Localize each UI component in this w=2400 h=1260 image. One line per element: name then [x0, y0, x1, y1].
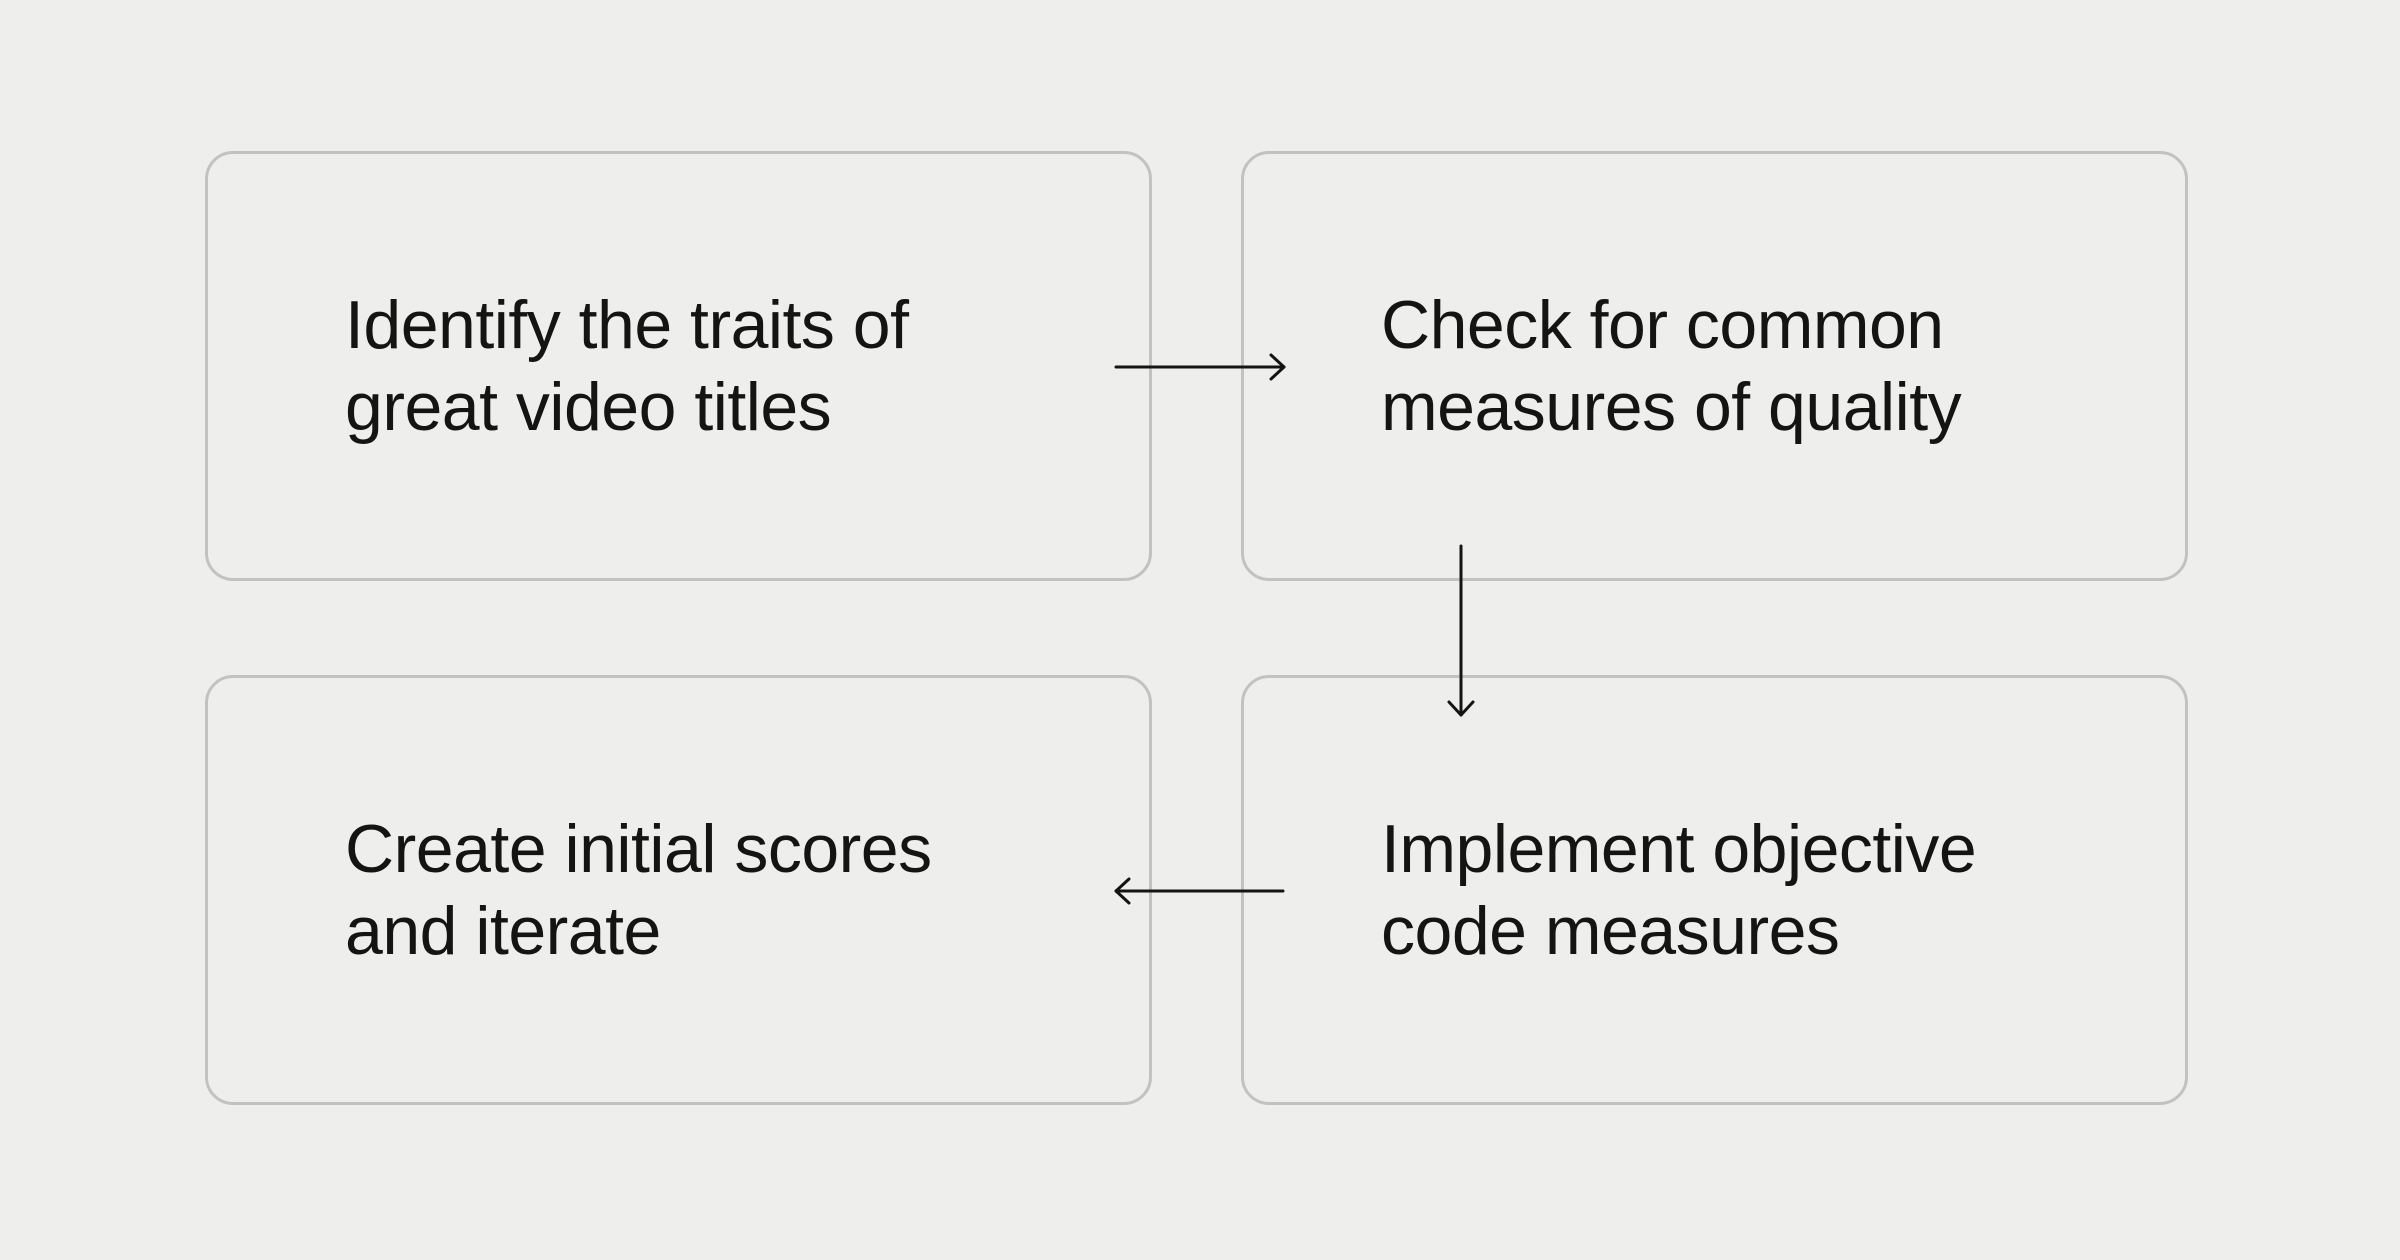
step-box-check-quality: Check for common measures of quality	[1241, 151, 2188, 581]
step-box-implement-measures: Implement objective code measures	[1241, 675, 2188, 1105]
step-label: Check for common measures of quality	[1381, 287, 1962, 445]
step-box-identify-traits: Identify the traits of great video title…	[205, 151, 1152, 581]
step-label: Create initial scores and iterate	[345, 811, 932, 969]
step-label: Implement objective code measures	[1381, 811, 1977, 969]
step-label: Identify the traits of great video title…	[345, 287, 909, 445]
step-box-create-scores: Create initial scores and iterate	[205, 675, 1152, 1105]
